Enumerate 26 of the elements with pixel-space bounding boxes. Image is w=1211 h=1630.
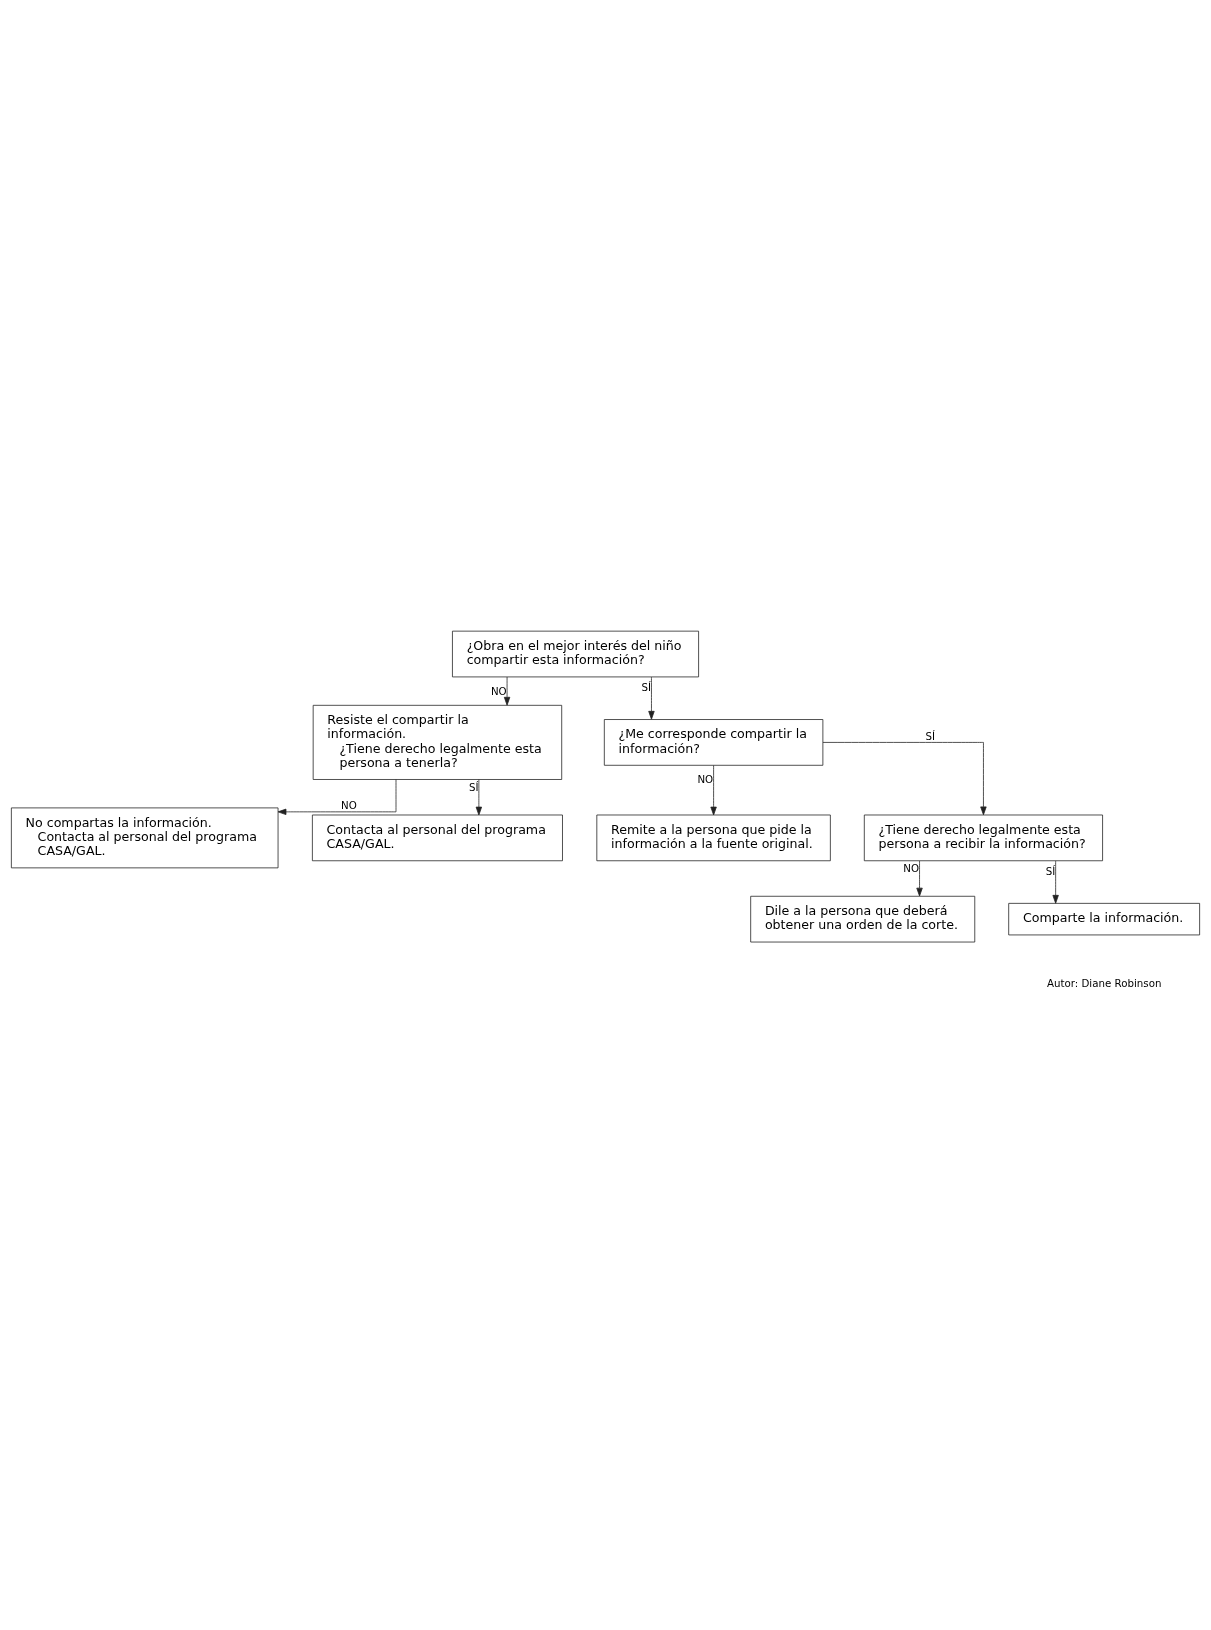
node-box: ¿Tiene derecho legalmente esta persona a recibir la información? bbox=[863, 814, 1103, 862]
edge-label: NO bbox=[490, 685, 507, 698]
arrow bbox=[916, 860, 923, 897]
label: Autor: Diane Robinson bbox=[1046, 977, 1162, 990]
node-box: ¿Me corresponde compartir la información? bbox=[603, 719, 824, 766]
arrow bbox=[1052, 860, 1059, 904]
edge-label: NO bbox=[340, 799, 357, 811]
edge-label: NO bbox=[697, 773, 714, 786]
edge-label: SÍ bbox=[1045, 865, 1056, 878]
arrow bbox=[648, 676, 655, 720]
node-box: Resiste el compartir la información. ¿Tiene derecho legalmente esta persona a tenerla? bbox=[312, 704, 563, 780]
edge-label: SÍ bbox=[468, 780, 479, 793]
node-box: Remite a la persona que pide la información a la fuente original. bbox=[596, 814, 831, 862]
arrow bbox=[277, 779, 397, 815]
edge-label: SÍ bbox=[925, 729, 936, 742]
edge-label: SÍ bbox=[641, 681, 652, 694]
arrow bbox=[475, 779, 482, 816]
arrow bbox=[822, 742, 987, 816]
arrow bbox=[503, 676, 511, 706]
node-box: Dile a la persona que deberá obtener una orden de la corte. bbox=[750, 895, 976, 943]
edge-label: NO bbox=[903, 861, 920, 874]
node-box: Contacta al personal del programa CASA/GAL. bbox=[312, 814, 563, 862]
arrow bbox=[710, 765, 717, 816]
node-box: No compartas la información. Contacta al personal del programa CASA/GAL. bbox=[10, 807, 279, 869]
node-box: ¿Obra en el mejor interés del niño compartir esta información? bbox=[452, 630, 699, 678]
node-box: Comparte la información. bbox=[1008, 902, 1201, 936]
